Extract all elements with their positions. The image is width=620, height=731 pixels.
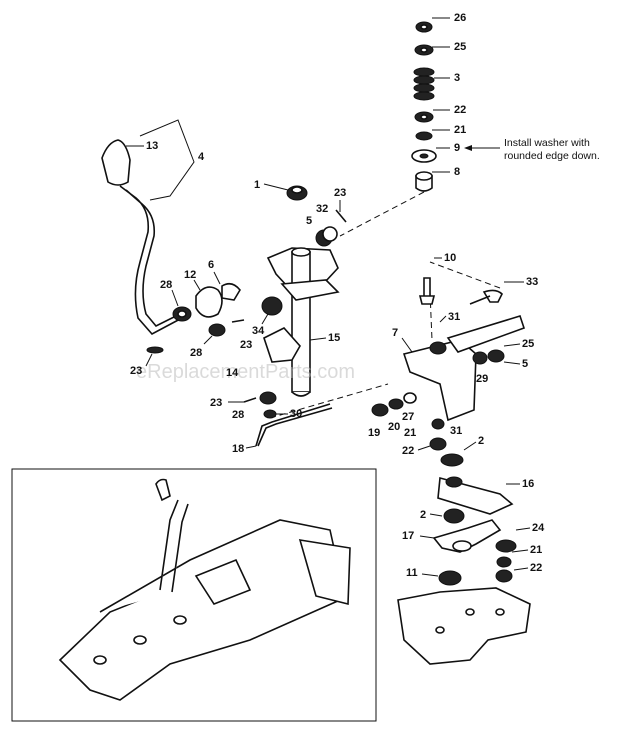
rod-18 [255, 403, 333, 447]
assembly-line-right [429, 261, 501, 289]
callout-15: 15 [328, 332, 340, 344]
callout-21b: 21 [404, 427, 416, 439]
callout-11: 11 [406, 567, 418, 579]
assembly-line-top [339, 191, 425, 237]
callout-23b: 23 [240, 339, 252, 351]
spring [413, 67, 435, 101]
callout-18: 18 [232, 443, 244, 455]
callout-27: 27 [402, 411, 414, 423]
callout-8: 8 [454, 166, 460, 178]
callout-14: 14 [226, 367, 239, 379]
lower-right-assembly [397, 453, 531, 665]
callout-21: 21 [454, 124, 466, 136]
callout-22: 22 [454, 104, 466, 116]
callout-2a: 2 [478, 435, 484, 447]
callout-20: 20 [388, 421, 400, 433]
callout-5b: 5 [522, 358, 528, 370]
inset-frame [11, 468, 377, 722]
callout-9: 9 [454, 142, 460, 154]
note-arrow [464, 145, 500, 151]
assembly-line-lower [269, 383, 389, 419]
callout-12: 12 [184, 269, 196, 281]
watermark: eReplacementParts.com [136, 361, 355, 383]
right-bracket [371, 277, 526, 451]
callout-28c: 28 [232, 409, 244, 421]
callout-25b: 25 [522, 338, 534, 350]
callouts: 26 25 3 22 21 9 8 13 4 1 23 32 5 10 33 6… [126, 12, 545, 579]
shift-lever [101, 119, 195, 354]
callout-13: 13 [146, 140, 158, 152]
callout-10: 10 [444, 252, 456, 264]
callout-26: 26 [454, 12, 466, 24]
callout-22b: 22 [402, 445, 414, 457]
callout-5a: 5 [306, 215, 312, 227]
callout-19: 19 [368, 427, 380, 439]
callout-23c: 23 [130, 365, 142, 377]
note-line-1: Install washer with [504, 137, 590, 149]
callout-6: 6 [208, 259, 214, 271]
steering-column [263, 185, 340, 397]
callout-1: 1 [254, 179, 260, 191]
callout-22c: 22 [530, 562, 542, 574]
inset-border [11, 468, 377, 722]
callout-7: 7 [392, 327, 398, 339]
assembly-line-pin [429, 291, 433, 341]
callout-21c: 21 [530, 544, 542, 556]
callout-31b: 31 [450, 425, 462, 437]
callout-25: 25 [454, 41, 466, 53]
left-hardware [172, 209, 347, 419]
callout-34: 34 [252, 325, 265, 337]
callout-16: 16 [522, 478, 534, 490]
callout-30: 30 [290, 408, 302, 420]
callout-23d: 23 [210, 397, 222, 409]
callout-24: 24 [532, 522, 545, 534]
callout-28a: 28 [160, 279, 172, 291]
washer-stack [411, 21, 437, 192]
callout-28b: 28 [190, 347, 202, 359]
callout-33: 33 [526, 276, 538, 288]
callout-29: 29 [476, 373, 488, 385]
callout-23a: 23 [334, 187, 346, 199]
callout-31a: 31 [448, 311, 460, 323]
note-line-2: rounded edge down. [504, 150, 600, 162]
callout-3: 3 [454, 72, 460, 84]
callout-4: 4 [198, 151, 205, 163]
callout-32: 32 [316, 203, 328, 215]
callout-2b: 2 [420, 509, 426, 521]
callout-17: 17 [402, 530, 414, 542]
